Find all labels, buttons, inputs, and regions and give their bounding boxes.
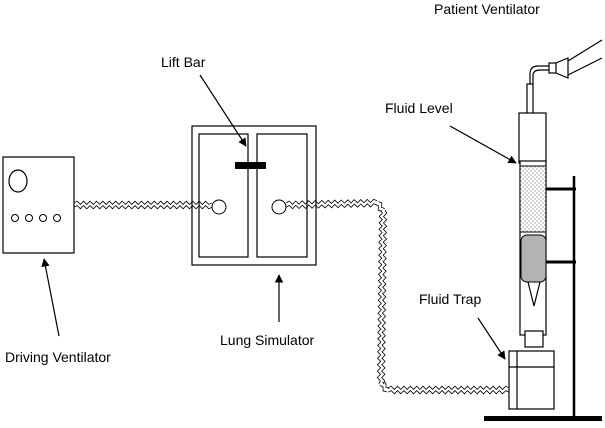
patient-hose-segment <box>381 209 388 385</box>
label-lift-bar: Lift Bar <box>161 54 206 70</box>
fluid-trap-column <box>508 83 555 410</box>
patient-hose-segment <box>378 201 385 209</box>
label-fluid-level: Fluid Level <box>385 100 453 116</box>
patient-hose-segment <box>376 209 383 385</box>
patient-hose-segment <box>387 385 510 390</box>
patient-hose-segment <box>285 198 378 205</box>
lung-simulator <box>191 125 317 266</box>
patient-hose-segment <box>285 203 378 210</box>
fluid-level-region <box>519 165 547 233</box>
leader-arrows <box>41 74 517 360</box>
hoses <box>73 198 510 395</box>
driving-hose-segment <box>73 205 213 210</box>
driving-ventilator <box>2 156 75 254</box>
label-patient-ventilator: Patient Ventilator <box>434 1 540 17</box>
lift-bar <box>235 162 266 169</box>
patient-hose-segment <box>379 385 387 393</box>
patient-hose-segment <box>382 381 390 389</box>
driving-hose-segment <box>73 200 213 205</box>
fluid-blob <box>520 234 547 283</box>
label-fluid-trap: Fluid Trap <box>419 291 481 307</box>
label-lung-simulator: Lung Simulator <box>220 332 315 348</box>
label-driving-ventilator: Driving Ventilator <box>5 349 111 365</box>
patient-ventilator-connector <box>529 39 603 84</box>
patient-hose-segment <box>387 390 510 395</box>
patient-hose-segment <box>375 204 382 212</box>
